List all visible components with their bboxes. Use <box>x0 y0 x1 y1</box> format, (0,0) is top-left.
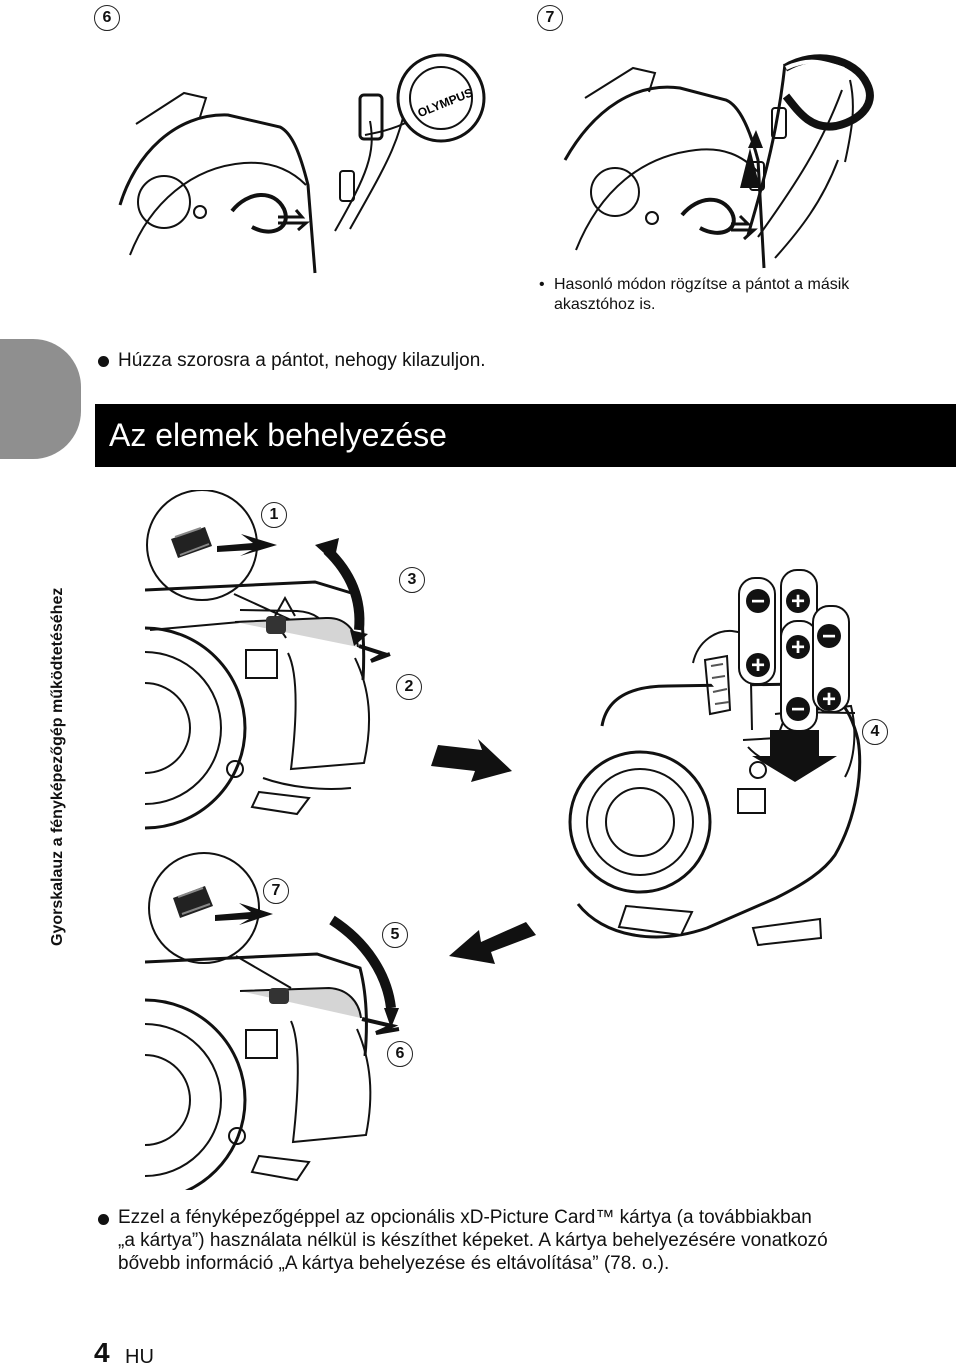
xd-note-line-3: bővebb információ „A kártya behelyezése … <box>118 1253 670 1274</box>
step-marker-6: 6 <box>94 5 120 31</box>
xd-note-line-1: Ezzel a fényképezőgéppel az opcionális x… <box>118 1207 812 1228</box>
vertical-section-label: Gyorskalauz a fényképezőgép működtetéséh… <box>49 587 66 946</box>
pull-strap-note: Húzza szorosra a pántot, nehogy kilazulj… <box>118 350 486 371</box>
xd-picture-card-note: Ezzel a fényképezőgéppel az opcionális x… <box>118 1206 948 1275</box>
strap-other-lug-text: Hasonló módon rögzítse a pántot a másik … <box>554 276 850 313</box>
xd-note-line-2: „a kártya”) használata nélkül is készíth… <box>118 1230 828 1251</box>
step-marker-1: 1 <box>261 502 287 528</box>
step-marker-7: 7 <box>537 5 563 31</box>
bullet-dot <box>98 356 109 367</box>
battery-insertion-illustration: − + + − + − + <box>145 490 862 1190</box>
step-marker-6-battery: 6 <box>387 1041 413 1067</box>
battery-plus-mark: + <box>751 652 765 679</box>
step-marker-4: 4 <box>862 719 888 745</box>
step-marker-7-battery: 7 <box>263 878 289 904</box>
strap-fastening-illustration <box>563 54 874 269</box>
step-marker-3: 3 <box>399 567 425 593</box>
step-marker-5: 5 <box>382 922 408 948</box>
battery-plus-mark: + <box>822 686 836 713</box>
battery-plus-mark: + <box>791 634 805 661</box>
section-side-tab <box>0 339 81 459</box>
section-title: Az elemek behelyezése <box>109 417 447 453</box>
section-header-bar <box>95 404 956 467</box>
page-number: 4 <box>94 1337 110 1368</box>
strap-other-lug-note: • Hasonló módon rögzítse a pántot a mási… <box>539 275 929 313</box>
small-bullet: • <box>539 276 545 293</box>
battery-minus-mark: − <box>791 696 805 723</box>
battery-minus-mark: − <box>822 623 836 650</box>
battery-minus-mark: − <box>751 588 765 615</box>
bullet-dot <box>98 1214 109 1225</box>
camera-strap-attach-illustration: OLYMPUS <box>118 53 486 274</box>
battery-plus-mark: + <box>791 588 805 615</box>
step-marker-2: 2 <box>396 674 422 700</box>
language-code: HU <box>125 1346 154 1368</box>
